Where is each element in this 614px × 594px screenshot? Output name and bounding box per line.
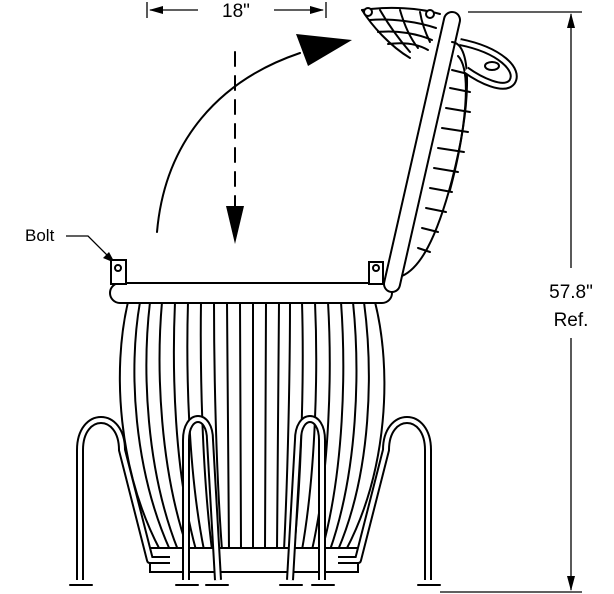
width-dimension: 18" <box>146 1 327 22</box>
width-dimension-label: 18" <box>222 1 250 22</box>
height-ref-label: Ref. <box>554 310 589 331</box>
receptacle-body <box>118 301 386 573</box>
bolt-label: Bolt <box>25 226 55 245</box>
height-dimension: 57.8" Ref. <box>440 11 593 593</box>
lid-close-arrow <box>226 51 244 244</box>
lid-open-arrow <box>156 34 352 233</box>
base-hoops <box>69 415 441 586</box>
bolt-callout: Bolt <box>25 226 115 263</box>
top-rim <box>109 259 393 304</box>
open-lid <box>361 6 518 293</box>
height-dimension-label: 57.8" <box>549 282 593 303</box>
